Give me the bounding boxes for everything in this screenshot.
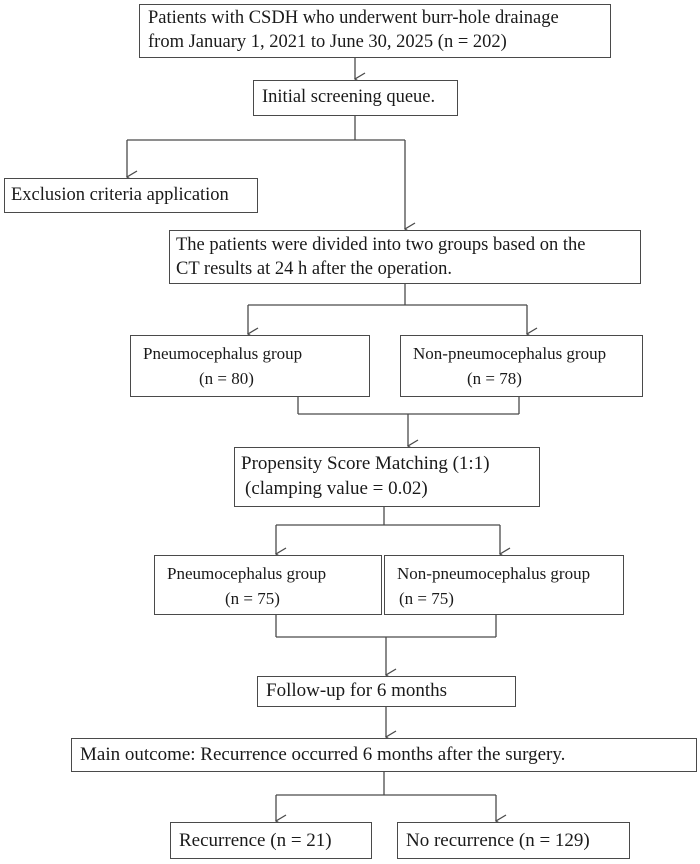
exclusion-label: Exclusion criteria application [11, 185, 229, 205]
main-outcome-label: Main outcome: Recurrence occurred 6 mont… [80, 744, 566, 765]
total-patients-box: Patients with CSDH who underwent burr-ho… [139, 4, 611, 58]
non-pneumocephalus-group-label: Non-pneumocephalus group [413, 344, 607, 363]
total-patients-line-2: from January 1, 2021 to June 30, 2025 (n… [148, 32, 507, 52]
psm-line-2: (clamping value = 0.02) [245, 478, 428, 499]
matched-pneumocephalus-group-n: (n = 75) [225, 589, 280, 608]
group-division-box: The patients were divided into two group… [169, 230, 641, 284]
matched-pneumocephalus-group-label: Pneumocephalus group [167, 564, 327, 583]
pneumocephalus-group-box: Pneumocephalus group (n = 80) [130, 335, 370, 397]
pneumocephalus-group-label: Pneumocephalus group [143, 344, 303, 363]
group-division-line-2: CT results at 24 h after the operation. [176, 259, 453, 279]
recurrence-label: Recurrence (n = 21) [179, 830, 332, 851]
main-outcome-box: Main outcome: Recurrence occurred 6 mont… [71, 738, 697, 772]
non-pneumocephalus-group-box: Non-pneumocephalus group (n = 78) [400, 335, 643, 397]
screening-label: Initial screening queue. [262, 87, 436, 107]
followup-box: Follow-up for 6 months [257, 676, 516, 707]
matched-pneumocephalus-group-box: Pneumocephalus group (n = 75) [154, 555, 382, 615]
matched-non-pneumocephalus-group-label: Non-pneumocephalus group [397, 564, 591, 583]
no-recurrence-box: No recurrence (n = 129) [397, 822, 630, 859]
group-division-line-1: The patients were divided into two group… [176, 235, 586, 255]
psm-box: Propensity Score Matching (1:1) (clampin… [234, 447, 540, 507]
followup-label: Follow-up for 6 months [266, 680, 448, 701]
non-pneumocephalus-group-n: (n = 78) [467, 369, 522, 388]
recurrence-box: Recurrence (n = 21) [170, 822, 372, 859]
pneumocephalus-group-n: (n = 80) [199, 369, 254, 388]
no-recurrence-label: No recurrence (n = 129) [406, 830, 590, 851]
matched-non-pneumocephalus-group-n: (n = 75) [399, 589, 454, 608]
screening-box: Initial screening queue. [253, 80, 458, 116]
total-patients-line-1: Patients with CSDH who underwent burr-ho… [148, 8, 559, 28]
exclusion-box: Exclusion criteria application [4, 178, 258, 213]
matched-non-pneumocephalus-group-box: Non-pneumocephalus group (n = 75) [384, 555, 624, 615]
psm-line-1: Propensity Score Matching (1:1) [241, 453, 490, 474]
